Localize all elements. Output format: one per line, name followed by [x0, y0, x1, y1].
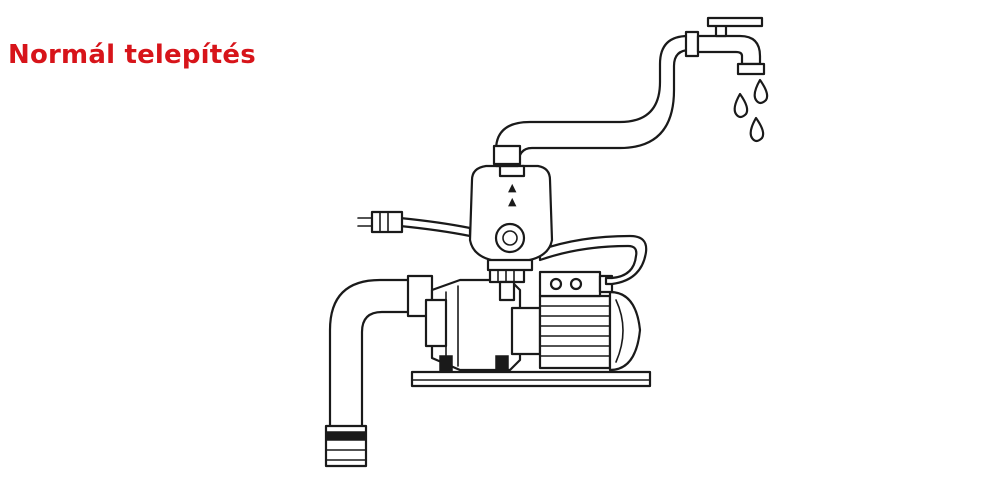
pump-motor — [510, 270, 642, 372]
pressure-controller: ▲ ▲ — [468, 164, 554, 272]
motor-cable — [538, 234, 648, 286]
water-drop-icon — [733, 78, 769, 143]
pump-housing — [424, 278, 522, 373]
svg-text:▲: ▲ — [508, 181, 517, 194]
page-title: Normál telepítés — [8, 40, 256, 70]
svg-text:▲: ▲ — [508, 195, 517, 208]
faucet-icon — [696, 16, 766, 76]
power-plug — [357, 210, 472, 238]
suction-pipe — [324, 274, 434, 468]
base-plate — [410, 370, 652, 388]
discharge-pipe — [492, 30, 700, 168]
